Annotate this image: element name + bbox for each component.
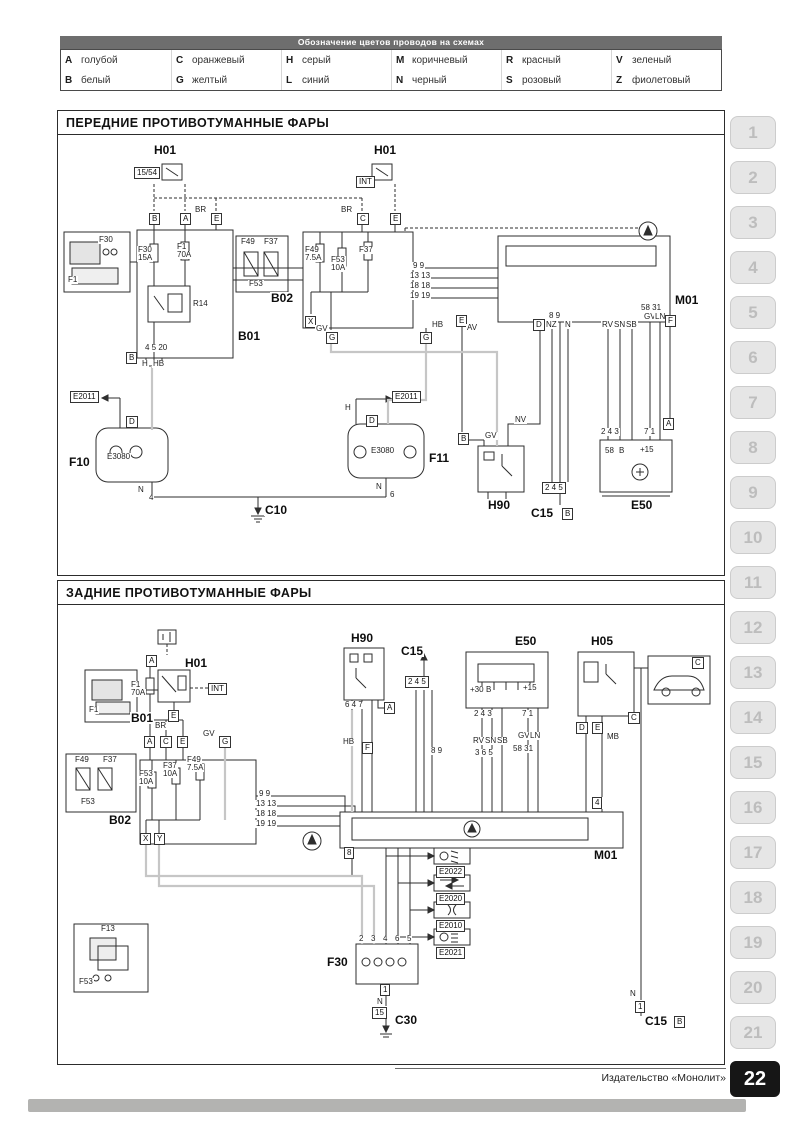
front-foglights-title: ПЕРЕДНИЕ ПРОТИВОТУМАННЫЕ ФАРЫ <box>58 111 724 135</box>
publisher-footer: Издательство «Монолит» <box>601 1072 726 1084</box>
page-tab-20[interactable]: 20 <box>730 971 776 1004</box>
footer-rule <box>395 1068 726 1069</box>
legend-code: H <box>286 54 294 66</box>
legend-code: S <box>506 74 513 86</box>
legend-code: G <box>176 74 184 86</box>
page-tab-7[interactable]: 7 <box>730 386 776 419</box>
legend-color-name: фиолетовый <box>632 74 691 86</box>
page-tab-10[interactable]: 10 <box>730 521 776 554</box>
rear-foglights-title: ЗАДНИЕ ПРОТИВОТУМАННЫЕ ФАРЫ <box>58 581 724 605</box>
legend-title-bar: Обозначение цветов проводов на схемах <box>60 36 722 49</box>
page-tab-22[interactable]: 22 <box>730 1061 780 1097</box>
legend-code: C <box>176 54 184 66</box>
legend-code: V <box>616 54 623 66</box>
legend-color-name: голубой <box>81 54 118 66</box>
page-tab-14[interactable]: 14 <box>730 701 776 734</box>
page-tab-11[interactable]: 11 <box>730 566 776 599</box>
page-tab-3[interactable]: 3 <box>730 206 776 239</box>
legend-color-name: желтый <box>192 74 228 86</box>
legend-code: B <box>65 74 73 86</box>
legend-code: L <box>286 74 293 86</box>
legend-color-name: красный <box>522 54 561 66</box>
page-tab-1[interactable]: 1 <box>730 116 776 149</box>
page-tab-4[interactable]: 4 <box>730 251 776 284</box>
legend-color-name: синий <box>302 74 330 86</box>
page-tab-19[interactable]: 19 <box>730 926 776 959</box>
legend-color-name: зеленый <box>632 54 672 66</box>
legend-color-name: коричневый <box>412 54 468 66</box>
page-bottom-scan-band <box>28 1099 746 1112</box>
rear-foglights-panel: ЗАДНИЕ ПРОТИВОТУМАННЫЕ ФАРЫ <box>57 580 725 1065</box>
page-tab-12[interactable]: 12 <box>730 611 776 644</box>
legend-code: Z <box>616 74 623 86</box>
page-tab-6[interactable]: 6 <box>730 341 776 374</box>
legend-color-name: серый <box>302 54 331 66</box>
page-tab-2[interactable]: 2 <box>730 161 776 194</box>
legend-code: R <box>506 54 514 66</box>
legend-code: M <box>396 54 405 66</box>
page-tab-5[interactable]: 5 <box>730 296 776 329</box>
legend-code: A <box>65 54 73 66</box>
page-tab-17[interactable]: 17 <box>730 836 776 869</box>
legend-color-name: черный <box>412 74 447 86</box>
page-tab-9[interactable]: 9 <box>730 476 776 509</box>
page-tab-18[interactable]: 18 <box>730 881 776 914</box>
page-tab-13[interactable]: 13 <box>730 656 776 689</box>
page-tab-8[interactable]: 8 <box>730 431 776 464</box>
page-tab-15[interactable]: 15 <box>730 746 776 779</box>
legend-color-name: розовый <box>522 74 562 86</box>
legend-color-name: белый <box>81 74 111 86</box>
page-tab-16[interactable]: 16 <box>730 791 776 824</box>
front-foglights-panel: ПЕРЕДНИЕ ПРОТИВОТУМАННЫЕ ФАРЫ <box>57 110 725 576</box>
legend-color-name: оранжевый <box>192 54 245 66</box>
legend-code: N <box>396 74 404 86</box>
page-tab-21[interactable]: 21 <box>730 1016 776 1049</box>
